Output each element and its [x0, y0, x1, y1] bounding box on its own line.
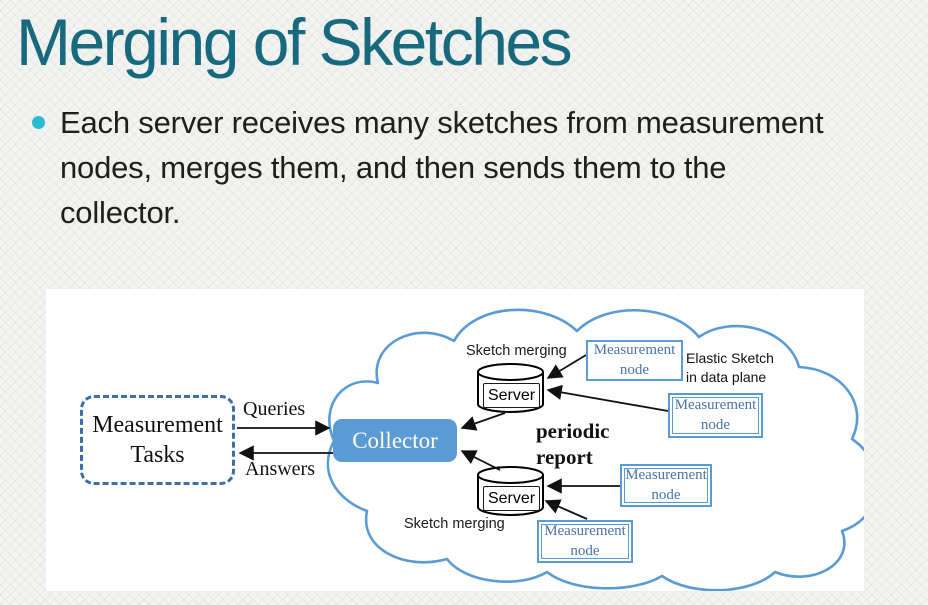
bullet-icon — [32, 116, 45, 129]
elastic-sketch-label: Elastic Sketch in data plane — [686, 349, 774, 387]
measurement-node-box: Measurement node — [620, 464, 712, 507]
measurement-tasks-label: Measurement Tasks — [92, 412, 223, 468]
server-bottom-to-collector-arrow — [460, 450, 501, 471]
diagram-graphics — [237, 308, 864, 591]
measurement-node-box: Measurement node — [537, 520, 633, 563]
periodic-report-label: periodic report — [536, 418, 610, 471]
bullet-line: nodes, merges them, and then sends them … — [60, 150, 727, 185]
diagram-panel: Measurement Tasks Queries Answers Collec… — [46, 289, 864, 591]
sketch-merging-top-label: Sketch merging — [466, 343, 567, 359]
server-top-label: Server — [483, 383, 540, 408]
node2-to-server-arrow — [546, 384, 669, 412]
queries-label: Queries — [243, 398, 306, 420]
measurement-node-box: Measurement node — [586, 340, 683, 381]
elastic-sketch-line: Elastic Sketch — [686, 350, 774, 366]
collector-label: Collector — [352, 427, 438, 453]
collector-box: Collector — [333, 419, 457, 462]
node4-to-server-arrow — [544, 499, 588, 520]
slide-title: Merging of Sketches — [16, 5, 573, 79]
bullet-paragraph: Each server receives many sketches from … — [60, 100, 920, 235]
elastic-sketch-line: in data plane — [686, 368, 767, 385]
bullet-line: Each server receives many sketches from … — [60, 105, 824, 140]
periodic-report-line: periodic — [536, 419, 610, 443]
periodic-report-line: report — [536, 445, 593, 470]
sketch-merging-bottom-label: Sketch merging — [404, 516, 505, 532]
node1-to-server-arrow — [546, 354, 587, 379]
answers-label: Answers — [245, 458, 315, 480]
bullet-line: collector. — [60, 195, 181, 230]
measurement-node-box: Measurement node — [668, 393, 763, 438]
server-bottom-label: Server — [483, 486, 540, 511]
server-top-to-collector-arrow — [460, 412, 506, 431]
cloud-shape — [326, 308, 864, 591]
measurement-tasks-box: Measurement Tasks — [80, 395, 235, 485]
